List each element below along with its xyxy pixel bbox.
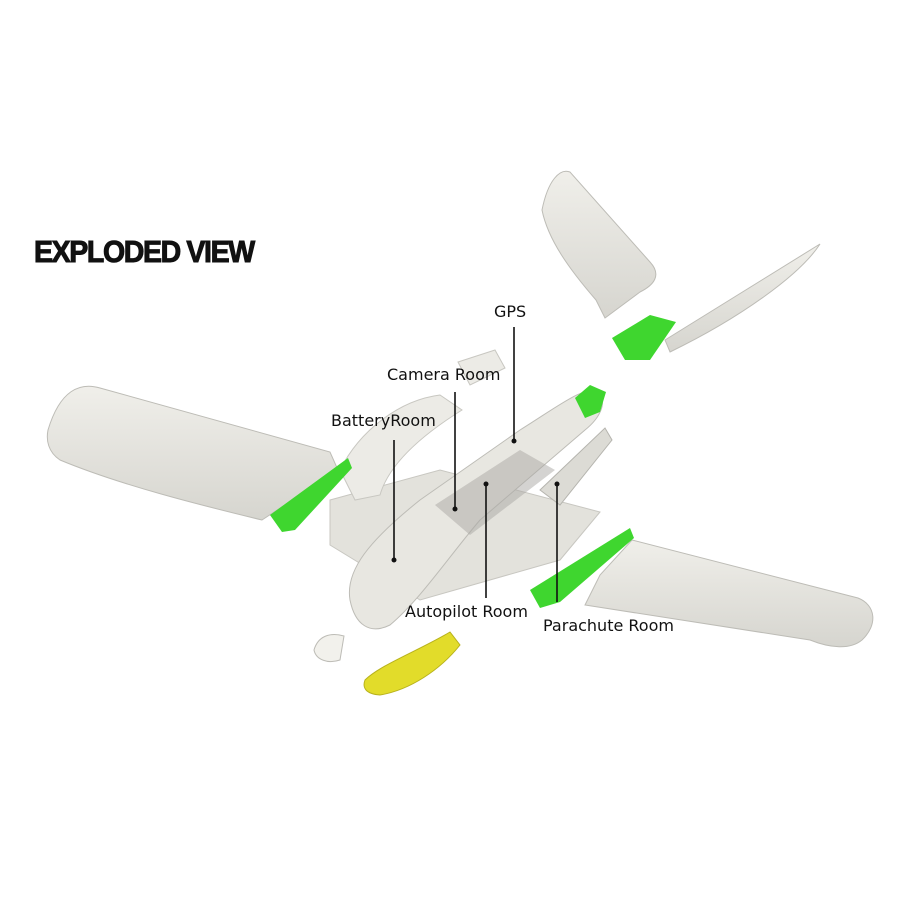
label-battery-room: BatteryRoom <box>331 411 436 430</box>
page-title: EXPLODED VIEW <box>34 234 256 270</box>
left-wing <box>46 385 339 521</box>
label-autopilot-room: Autopilot Room <box>405 602 528 621</box>
right-wing-joiner <box>530 528 634 608</box>
autopilot-dot <box>483 481 489 487</box>
right-wing <box>584 539 874 648</box>
battery-cover <box>339 394 463 501</box>
leader-lines <box>393 327 558 602</box>
left-wing-joiner <box>270 458 352 532</box>
gps-dot <box>511 438 517 444</box>
belly-pan <box>363 631 461 696</box>
label-gps: GPS <box>494 302 527 321</box>
tail-plane <box>664 243 821 353</box>
vertical-fin <box>541 170 657 319</box>
motor-mount <box>575 385 606 418</box>
nose-cone <box>313 634 345 663</box>
parachute-dot <box>554 481 560 487</box>
tail-joiner <box>612 315 676 360</box>
camera-dot <box>452 506 458 512</box>
label-camera-room: Camera Room <box>387 365 501 384</box>
camera-cover <box>457 349 506 386</box>
label-parachute-room: Parachute Room <box>543 616 674 635</box>
battery-dot <box>391 557 397 563</box>
inner-fuselage <box>435 450 555 535</box>
